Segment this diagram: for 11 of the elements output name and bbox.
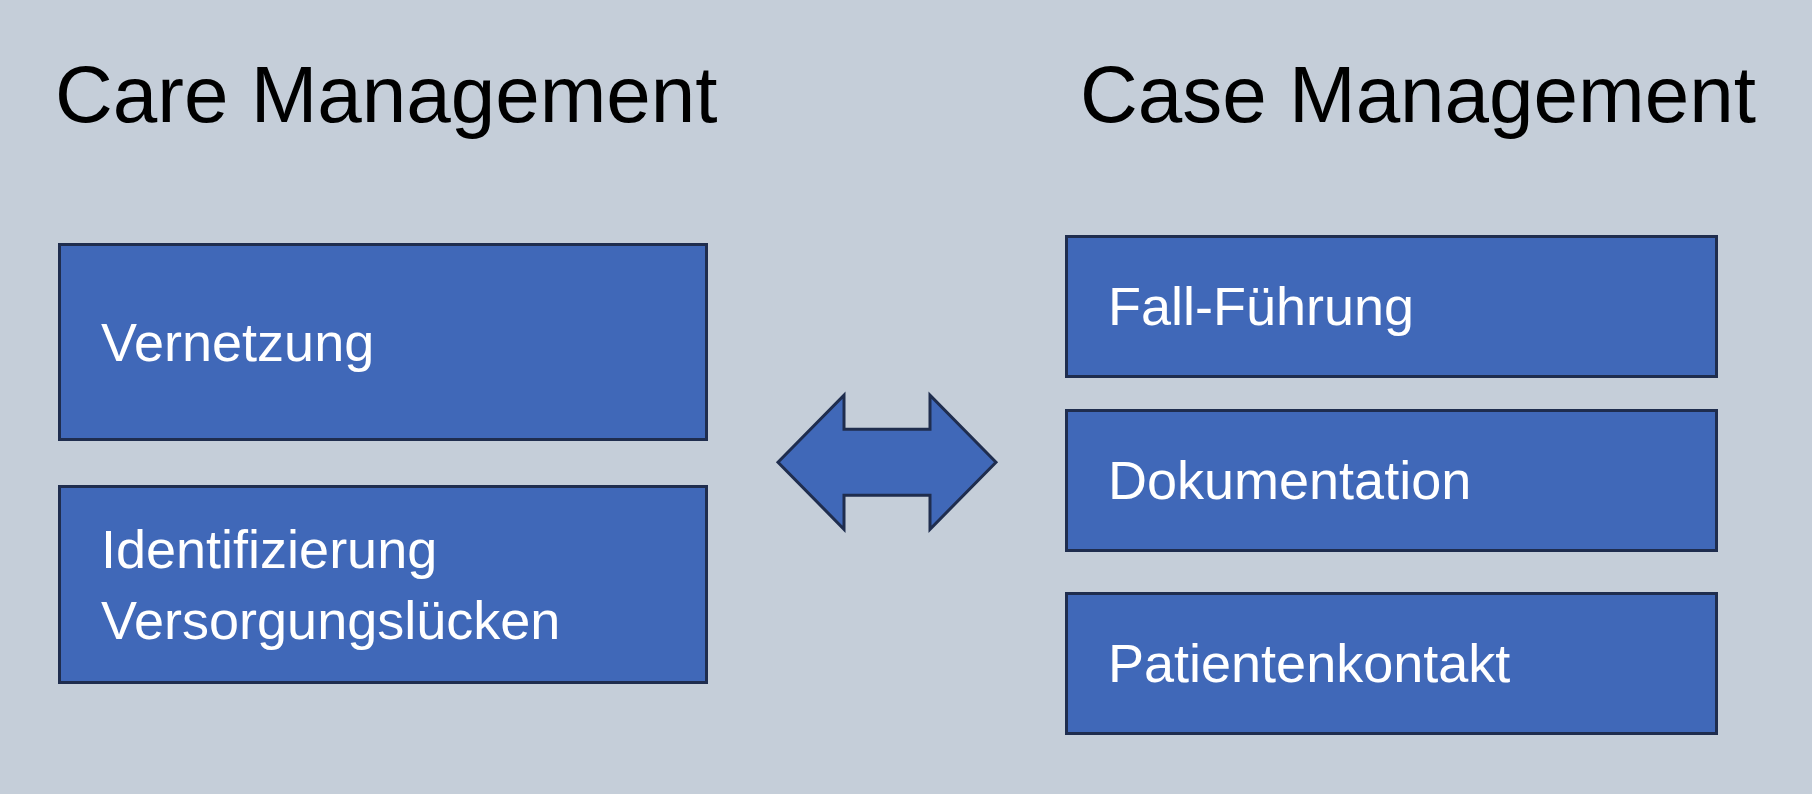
process-box (58, 485, 708, 684)
process-box (1065, 592, 1718, 735)
box-label: Patientenkontakt (1108, 632, 1511, 696)
box-label: Dokumentation (1108, 449, 1472, 513)
process-box (58, 243, 708, 441)
box-label: Identifizierung Versorgungslücken (101, 518, 562, 652)
process-box (1065, 235, 1718, 378)
process-box (1065, 409, 1718, 552)
box-label: Vernetzung (101, 310, 375, 374)
box-label: Fall-Führung (1108, 275, 1415, 339)
double-arrow (775, 391, 999, 533)
